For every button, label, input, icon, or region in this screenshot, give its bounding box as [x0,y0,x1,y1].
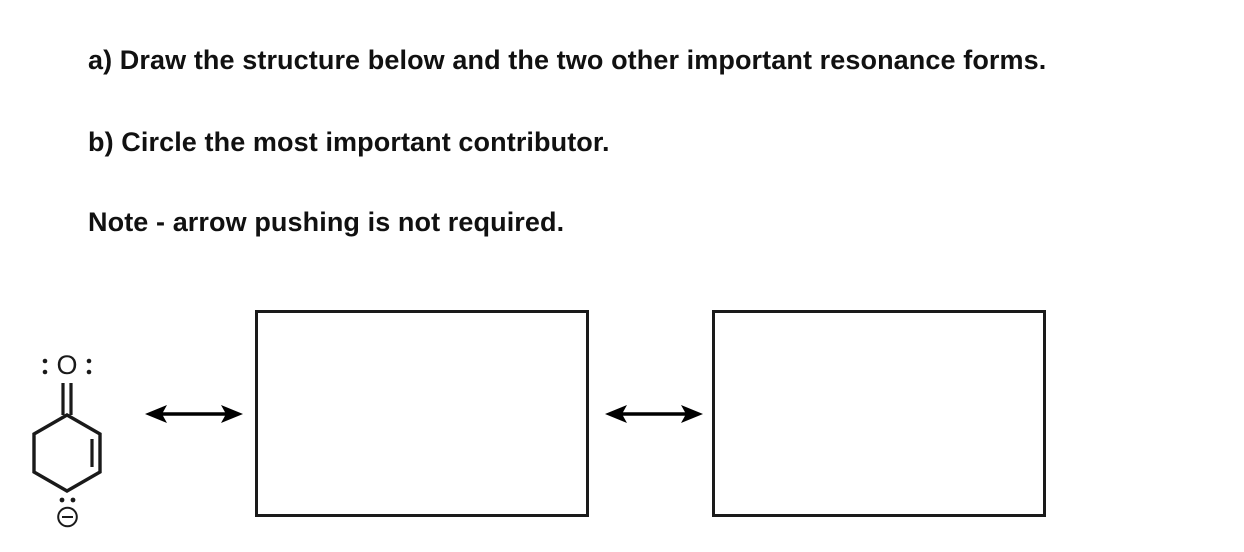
carbonyl-double-bond [61,383,73,415]
question-line-note: Note - arrow pushing is not required. [88,207,565,237]
oxygen-lone-pair-left-dots [42,358,48,375]
question-line-b: b) Circle the most important contributor… [88,127,610,157]
oxygen-lone-pair-right-dots [86,358,92,375]
cyclohexene-ring [32,413,102,493]
chemical-structure-cyclohexenone-carbanion: O [28,340,148,535]
resonance-arrow-1 [143,400,245,428]
question-line-a: a) Draw the structure below and the two … [88,45,1047,75]
carbanion-lone-pair-dots [59,497,76,503]
negative-charge-symbol [57,506,78,528]
answer-box-2[interactable] [712,310,1046,517]
oxygen-atom-label: O [56,350,77,380]
resonance-arrow-2 [603,400,705,428]
answer-box-1[interactable] [255,310,589,517]
